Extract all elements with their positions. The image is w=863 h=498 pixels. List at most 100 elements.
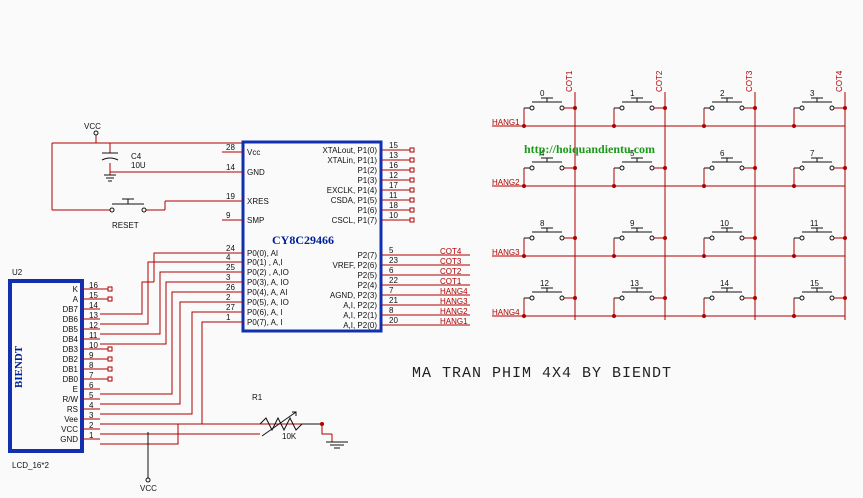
vcc-label: VCC — [84, 122, 101, 131]
key-contact — [709, 235, 715, 241]
lcd-pin-number: 11 — [89, 331, 98, 340]
key-label: 15 — [810, 279, 819, 288]
junction-dot — [522, 254, 526, 258]
key-contact — [709, 165, 715, 171]
chip-pin-label: P1(6) — [357, 206, 377, 215]
keypad-key: 2 — [702, 89, 757, 128]
no-connect-marker — [107, 346, 113, 352]
lcd-pin-number: 1 — [89, 431, 94, 440]
chip-pin-label: VREF, P2(6) — [333, 261, 378, 270]
chip-pin-label: CSCL, P1(7) — [332, 216, 378, 225]
junction-dot — [522, 124, 526, 128]
key-contact — [829, 235, 835, 241]
keypad-column-label: COT1 — [565, 70, 574, 92]
chip-pin-number: 25 — [226, 263, 235, 272]
junction-dot — [792, 124, 796, 128]
junction-dot — [612, 184, 616, 188]
no-connect-marker — [409, 167, 415, 173]
keypad-row-label: HANG2 — [492, 178, 520, 187]
junction-dot — [573, 236, 577, 240]
chip-body — [241, 140, 383, 333]
lcd-pin-label: GND — [60, 435, 78, 444]
keypad-column-label: COT4 — [835, 70, 844, 92]
keypad-row-label: HANG3 — [492, 248, 520, 257]
junction-dot — [702, 254, 706, 258]
keypad-key: 3 — [792, 89, 847, 128]
junction-dot — [753, 106, 757, 110]
key-contact — [559, 235, 565, 241]
keypad-key: 12 — [522, 279, 577, 318]
chip-pin-label: XRES — [247, 197, 269, 206]
lcd-pin-label: DB3 — [62, 345, 78, 354]
chip-pin-number: 10 — [389, 211, 398, 220]
chip-pin-label: P2(7) — [357, 251, 377, 260]
no-connect-marker — [409, 177, 415, 183]
key-contact — [739, 105, 745, 111]
lcd-pin-number: 5 — [89, 391, 94, 400]
key-contact — [529, 295, 535, 301]
junction-dot — [573, 106, 577, 110]
junction-dot — [843, 296, 847, 300]
lcd-pin-label: K — [73, 285, 79, 294]
lcd-pin-number: 12 — [89, 321, 98, 330]
no-connect-marker — [107, 296, 113, 302]
reset-label: RESET — [112, 221, 139, 230]
chip-pin-number: 9 — [226, 211, 231, 220]
junction-dot — [843, 166, 847, 170]
junction-dot — [522, 314, 526, 318]
keypad-row-label: HANG1 — [492, 118, 520, 127]
lcd-pin-number: 16 — [89, 281, 98, 290]
keypad-key: 14 — [702, 279, 757, 318]
lcd-pin-number: 9 — [89, 351, 94, 360]
junction-dot — [792, 254, 796, 258]
key-contact — [529, 165, 535, 171]
key-contact — [649, 295, 655, 301]
keypad-key: 9 — [612, 219, 667, 258]
key-contact — [559, 105, 565, 111]
chip-pin-label: XTALin, P1(1) — [327, 156, 377, 165]
chip-pin-number: 7 — [389, 286, 394, 295]
chip-pin-number: 21 — [389, 296, 398, 305]
diagram-title: MA TRAN PHIM 4X4 BY BIENDT — [412, 365, 672, 382]
chip-pin-label: EXCLK, P1(4) — [327, 186, 378, 195]
capacitor-ref: C4 — [131, 152, 142, 161]
junction-dot — [843, 106, 847, 110]
chip-pin-number: 8 — [389, 306, 394, 315]
junction-dot — [753, 296, 757, 300]
no-connect-marker — [409, 197, 415, 203]
junction-dot — [573, 296, 577, 300]
keypad-key: 6 — [702, 149, 757, 188]
lcd-pin-number: 14 — [89, 301, 98, 310]
key-contact — [799, 295, 805, 301]
lcd-chip-wiring — [100, 252, 348, 483]
key-contact — [619, 235, 625, 241]
keypad-key: 11 — [792, 219, 847, 258]
chip-pin-label: P0(2) , A,IO — [247, 268, 289, 277]
junction-dot — [792, 314, 796, 318]
chip-pin-label: XTALout, P1(0) — [322, 146, 377, 155]
net-label: HANG2 — [440, 307, 468, 316]
junction-dot — [753, 236, 757, 240]
no-connect-marker — [409, 187, 415, 193]
net-label: HANG1 — [440, 317, 468, 326]
chip-pin-label: P2(5) — [357, 271, 377, 280]
lcd-pin-label: DB0 — [62, 375, 78, 384]
key-label: 3 — [810, 89, 815, 98]
key-contact — [709, 105, 715, 111]
vcc-bottom-label: VCC — [140, 484, 157, 493]
lcd-pin-number: 13 — [89, 311, 98, 320]
keypad-key: 8 — [522, 219, 577, 258]
key-label: 10 — [720, 219, 729, 228]
junction-dot — [702, 184, 706, 188]
chip-pin-number: 13 — [389, 151, 398, 160]
keypad-column-label: COT2 — [655, 70, 664, 92]
keypad-key: 13 — [612, 279, 667, 318]
chip-name: CY8C29466 — [272, 233, 334, 247]
no-connect-marker — [409, 207, 415, 213]
key-label: 1 — [630, 89, 635, 98]
key-label: 11 — [810, 219, 819, 228]
keypad-key: 7 — [792, 149, 847, 188]
chip-pin-label: P1(2) — [357, 166, 377, 175]
chip-pin-number: 20 — [389, 316, 398, 325]
lcd-pin-label: Vee — [64, 415, 78, 424]
